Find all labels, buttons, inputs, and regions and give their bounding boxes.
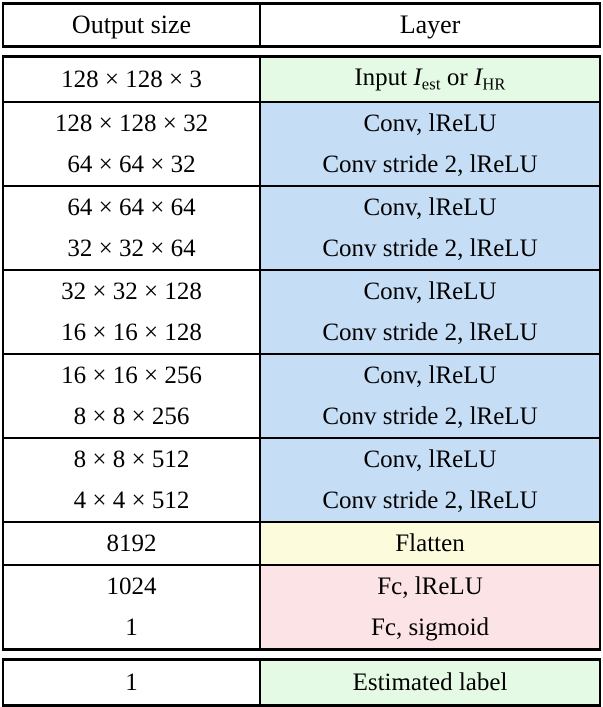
cell-output-size: 64 × 64 × 32: [2, 144, 261, 186]
table-row: 8 × 8 × 256 Conv stride 2, lReLU: [2, 396, 601, 438]
table-header-row: Output size Layer: [2, 2, 601, 48]
cell-output-size: 16 × 16 × 256: [2, 353, 261, 396]
cell-layer: Conv, lReLU: [259, 353, 601, 396]
layer-mid: or: [440, 64, 474, 92]
table-row: 16 × 16 × 256 Conv, lReLU: [2, 353, 601, 396]
column-header-layer: Layer: [259, 2, 601, 48]
cell-output-size: 8 × 8 × 256: [2, 396, 261, 438]
cell-output-size: 32 × 32 × 64: [2, 228, 261, 270]
table-row: 8 × 8 × 512 Conv, lReLU: [2, 437, 601, 480]
cell-output-size: 64 × 64 × 64: [2, 185, 261, 228]
cell-output-size: 8192: [2, 521, 261, 565]
gap-cell-right: [260, 46, 600, 57]
table-row: 1 Fc, sigmoid: [2, 607, 601, 651]
cell-layer: Conv stride 2, lReLU: [259, 312, 601, 354]
header-body-gap: [3, 46, 600, 57]
cell-layer: Conv, lReLU: [259, 437, 601, 480]
layer-sub-2: HR: [482, 75, 506, 95]
body-footer-gap: [3, 649, 600, 660]
table-row: 64 × 64 × 32 Conv stride 2, lReLU: [2, 144, 601, 186]
table-row: 128 × 128 × 32 Conv, lReLU: [2, 101, 601, 144]
table-row: 8192 Flatten: [2, 521, 601, 565]
cell-layer: Conv stride 2, lReLU: [259, 228, 601, 270]
cell-output-size: 1: [2, 607, 261, 651]
gap-cell-left-2: [3, 649, 260, 660]
layer-var-1: I: [413, 64, 422, 92]
cell-layer: Conv stride 2, lReLU: [259, 144, 601, 186]
cell-output-size: 16 × 16 × 128: [2, 312, 261, 354]
cell-output-size: 128 × 128 × 3: [2, 55, 261, 102]
cell-output-size: 1024: [2, 564, 261, 607]
cell-layer: Input Iest or IHR: [259, 55, 601, 102]
cell-output-size: 4 × 4 × 512: [2, 480, 261, 522]
cell-output-size: 128 × 128 × 32: [2, 101, 261, 144]
cell-layer: Fc, sigmoid: [259, 607, 601, 651]
table-row: 16 × 16 × 128 Conv stride 2, lReLU: [2, 312, 601, 354]
table-row: 128 × 128 × 3 Input Iest or IHR: [2, 55, 601, 102]
table-row: 64 × 64 × 64 Conv, lReLU: [2, 185, 601, 228]
column-header-output-size: Output size: [2, 2, 261, 48]
layer-var-2: I: [473, 64, 483, 92]
table-row: 32 × 32 × 64 Conv stride 2, lReLU: [2, 228, 601, 270]
cell-output-size: 32 × 32 × 128: [2, 269, 261, 312]
table-row: 4 × 4 × 512 Conv stride 2, lReLU: [2, 480, 601, 522]
cell-layer: Fc, lReLU: [259, 564, 601, 607]
layer-text-input: Input Iest or IHR: [354, 64, 506, 95]
table-row: 32 × 32 × 128 Conv, lReLU: [2, 269, 601, 312]
layer-sub-1: est: [421, 75, 441, 95]
gap-cell-right-2: [260, 649, 600, 660]
gap-cell-left: [3, 46, 260, 57]
table-row: 1024 Fc, lReLU: [2, 564, 601, 607]
cell-layer: Conv stride 2, lReLU: [259, 396, 601, 438]
cell-layer: Flatten: [259, 521, 601, 565]
cell-layer: Conv, lReLU: [259, 185, 601, 228]
cell-layer: Conv, lReLU: [259, 101, 601, 144]
layer-prefix: Input: [354, 64, 414, 92]
cell-layer: Conv, lReLU: [259, 269, 601, 312]
cell-output-size: 8 × 8 × 512: [2, 437, 261, 480]
cell-layer: Conv stride 2, lReLU: [259, 480, 601, 522]
